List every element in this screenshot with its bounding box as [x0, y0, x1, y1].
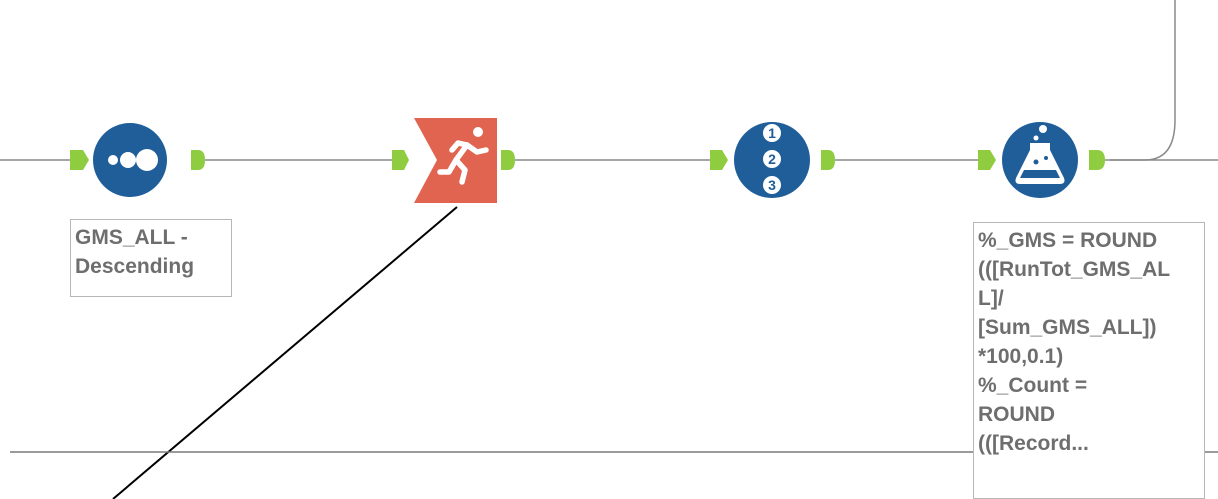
running-total-tool[interactable] — [392, 118, 515, 203]
connectors — [0, 0, 1218, 161]
input-anchor[interactable] — [392, 150, 409, 170]
output-anchor[interactable] — [191, 150, 205, 170]
formula-tool[interactable] — [978, 122, 1105, 198]
numbered-list-icon: 1 2 3 — [763, 124, 781, 194]
number-glyph-3: 3 — [768, 177, 776, 193]
sort-tool[interactable] — [70, 123, 205, 197]
output-anchor[interactable] — [1089, 150, 1105, 170]
input-anchor[interactable] — [70, 150, 89, 170]
connector-line-diagonal[interactable] — [112, 206, 458, 499]
running-person-icon — [437, 127, 489, 185]
number-glyph-1: 1 — [768, 125, 776, 141]
formula-annotation[interactable]: %_GMS = ROUND (([RunTot_GMS_AL L]/ [Sum_… — [973, 222, 1205, 499]
output-anchor[interactable] — [821, 150, 835, 170]
flask-icon — [1015, 125, 1065, 184]
dots-icon — [108, 149, 158, 171]
record-id-tool[interactable]: 1 2 3 — [710, 122, 835, 198]
output-anchor[interactable] — [501, 150, 515, 170]
input-anchor[interactable] — [710, 150, 728, 170]
input-anchor[interactable] — [978, 150, 996, 170]
connector-curve-up[interactable] — [1110, 0, 1176, 161]
number-glyph-2: 2 — [768, 151, 776, 167]
sort-annotation[interactable]: GMS_ALL - Descending — [70, 219, 232, 297]
